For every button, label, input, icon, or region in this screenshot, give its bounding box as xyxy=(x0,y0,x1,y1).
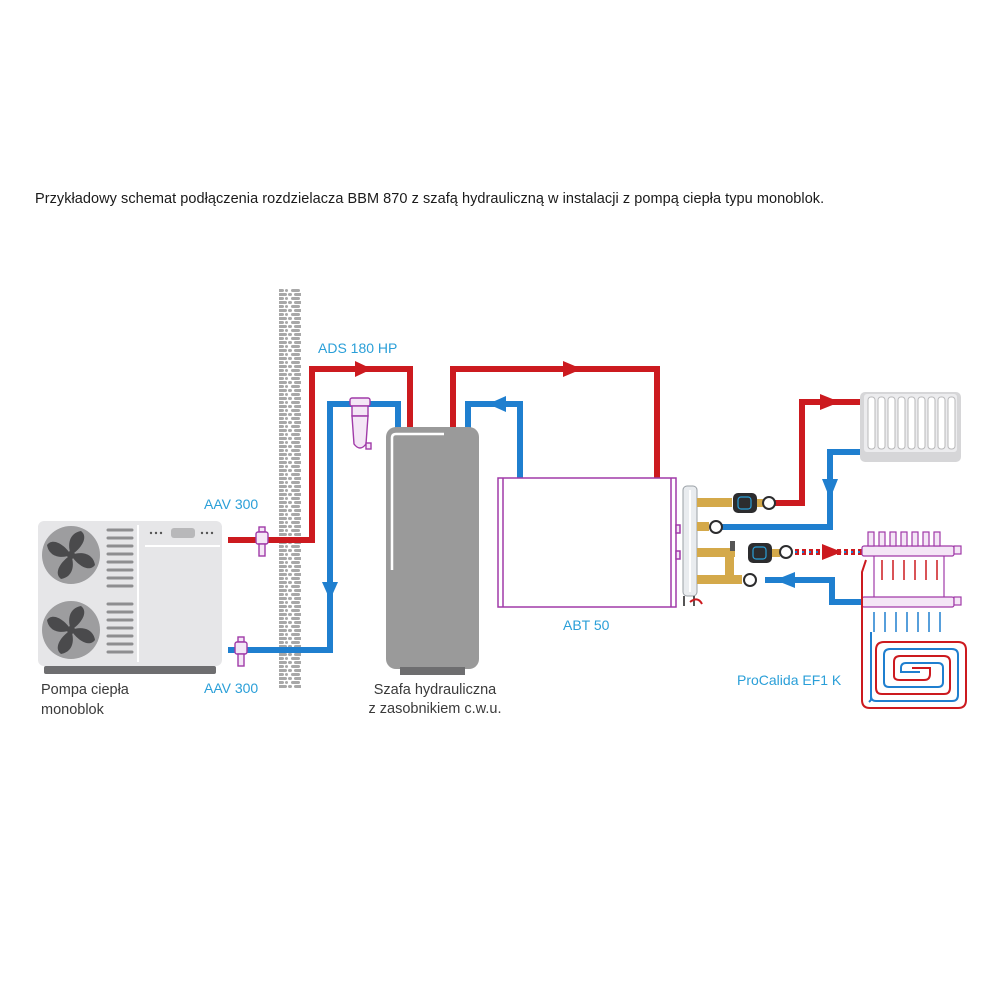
diagram-caption: Przykładowy schemat podłączenia rozdziel… xyxy=(35,191,825,207)
pipe-return-radiator xyxy=(720,449,860,530)
label-procalida: ProCalida EF1 K xyxy=(737,672,842,688)
label-cabinet-line1: Szafa hydrauliczna xyxy=(373,682,497,698)
ads-separator-icon xyxy=(349,397,372,450)
flow-arrow-radiator-return xyxy=(822,479,838,499)
pipe-supply-heatpump xyxy=(228,366,413,543)
label-aav-return: AAV 300 xyxy=(204,680,259,696)
flow-arrow-radiator-supply xyxy=(820,394,840,410)
flow-arrow-floor-supply xyxy=(822,544,842,560)
fan-icon xyxy=(42,601,100,659)
wall xyxy=(279,288,301,688)
aav-valve-icon xyxy=(255,526,269,557)
label-cabinet-line2: z zasobnikiem c.w.u. xyxy=(368,701,502,717)
pipe-supply-buffer xyxy=(450,366,660,478)
flow-arrow-floor-return xyxy=(775,572,795,588)
pipe-return-heatpump xyxy=(228,401,401,653)
radiator-icon xyxy=(860,392,961,462)
flow-arrow-buffer-return xyxy=(488,396,506,412)
pipe-return-floor xyxy=(765,577,862,605)
label-heat-pump-line2: monoblok xyxy=(41,702,104,718)
thermometer-icon xyxy=(709,496,793,587)
buffer-tank xyxy=(497,477,681,608)
label-aav-supply: AAV 300 xyxy=(204,496,259,512)
label-ads-separator: ADS 180 HP xyxy=(318,340,398,356)
pump-icon xyxy=(748,543,772,563)
label-abt-buffer: ABT 50 xyxy=(563,617,610,633)
distributor-bbm xyxy=(682,485,793,606)
flow-arrow-buffer-supply xyxy=(563,361,582,377)
floor-manifold-icon xyxy=(861,531,962,632)
hydraulic-cabinet xyxy=(386,427,479,675)
fan-icon xyxy=(42,526,100,584)
pump-icon xyxy=(733,493,757,513)
flow-arrow-supply xyxy=(355,361,372,377)
label-heat-pump-line1: Pompa ciepła xyxy=(41,682,129,698)
aav-valve-icon xyxy=(234,636,248,667)
floor-heating-loop xyxy=(861,559,967,709)
flow-arrow-return xyxy=(322,582,338,600)
